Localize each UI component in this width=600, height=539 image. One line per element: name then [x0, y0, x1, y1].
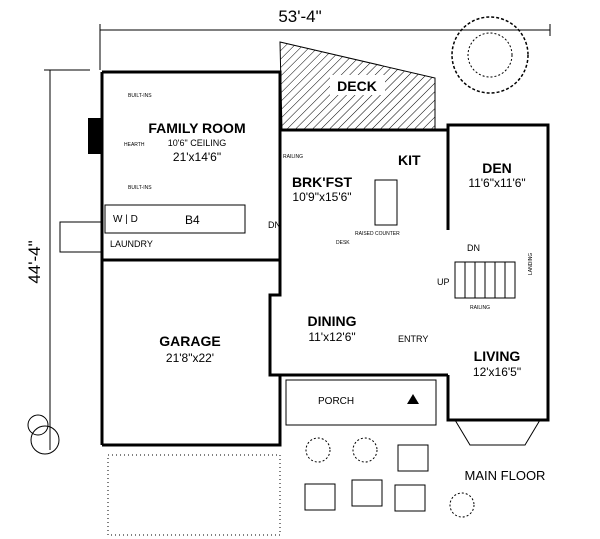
living-label: LIVING: [474, 348, 521, 364]
floor-label: MAIN FLOOR: [465, 468, 546, 483]
dining-label: DINING: [308, 313, 357, 329]
tree-icon: [451, 16, 529, 94]
raised-counter-note: RAISED COUNTER: [355, 231, 400, 237]
porch-label: PORCH: [318, 396, 354, 407]
depth-label: 44'-4": [25, 240, 44, 283]
builtins-note: BUILT-INS: [128, 93, 152, 99]
depth-dimension: 44'-4": [25, 69, 90, 450]
driveway: [107, 454, 281, 536]
desk-note: DESK: [336, 240, 350, 246]
living-size-label: 12'x16'5": [473, 365, 521, 379]
builtins-note: BUILT-INS: [128, 185, 152, 191]
dining-size-label: 11'x12'6": [308, 330, 355, 344]
garage-size-label: 21'8"x22': [166, 351, 214, 365]
railing-note: RAILING: [283, 154, 303, 160]
landing-label: LANDING: [528, 253, 534, 275]
washer-dryer-label: W | D: [113, 214, 138, 225]
stairs: [454, 261, 516, 299]
family-size-label: 21'x14'6": [173, 150, 221, 164]
stair-up-note: UP: [437, 277, 450, 287]
entry-marker-icon: [407, 394, 419, 404]
family-room-label: FAMILY ROOM: [148, 120, 245, 136]
entry-label: ENTRY: [398, 334, 428, 344]
railing-note: RAILING: [470, 305, 490, 311]
hearth-note: HEARTH: [124, 142, 145, 148]
den-size-label: 11'6"x11'6": [468, 176, 525, 190]
deck-label: DECK: [337, 78, 377, 94]
den-label: DEN: [482, 160, 512, 176]
family-ceiling-label: 10'6" CEILING: [168, 138, 226, 148]
garage-label: GARAGE: [159, 333, 220, 349]
stair-down-note: DN: [467, 243, 480, 253]
bush-icon: [27, 414, 475, 518]
kit-label: KIT: [398, 152, 421, 168]
pavers: [304, 444, 429, 512]
down-note: DN: [268, 220, 281, 230]
brkfst-label: BRK'FST: [292, 174, 353, 190]
walls: [59, 70, 550, 447]
width-label: 53'-4": [278, 7, 321, 26]
bath-label: B4: [185, 213, 200, 227]
laundry-label: LAUNDRY: [110, 239, 153, 249]
brkfst-size-label: 10'9"x15'6": [292, 190, 351, 204]
width-dimension: 53'-4": [99, 6, 551, 70]
